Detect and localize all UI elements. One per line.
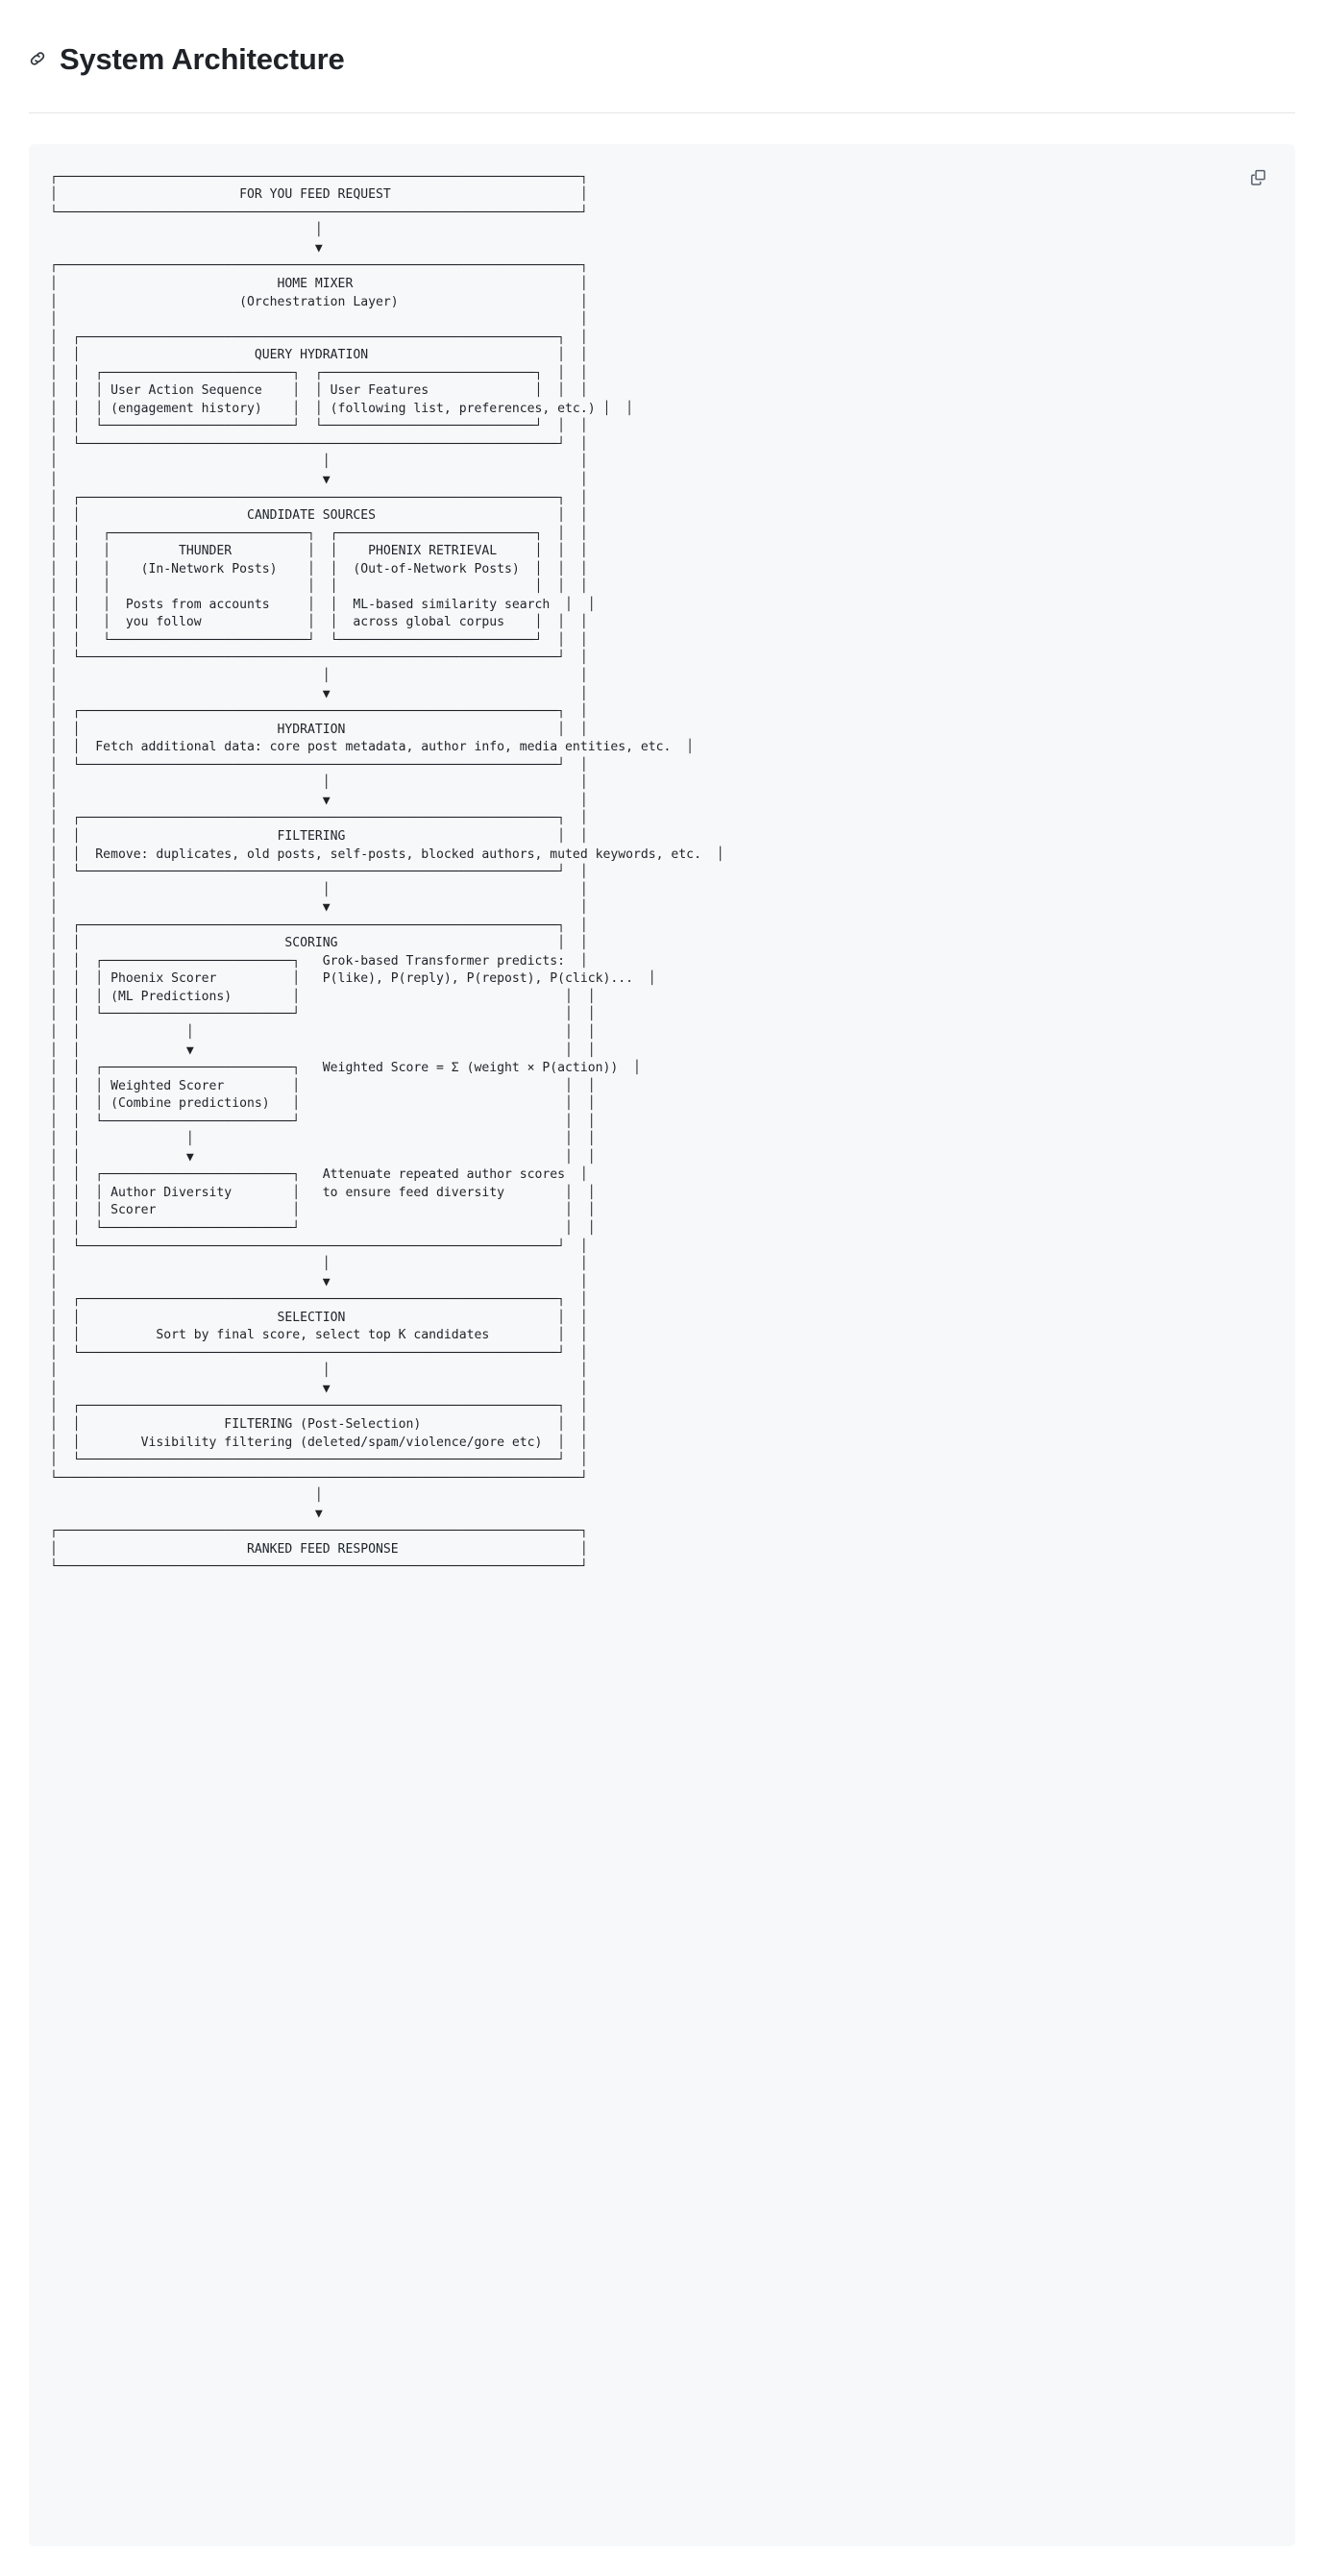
title-divider	[29, 111, 1295, 113]
page-title: System Architecture	[60, 41, 345, 76]
link-icon[interactable]	[25, 46, 50, 71]
page-header: System Architecture	[0, 0, 1324, 113]
ascii-diagram-code-block: ┌───────────────────────────────────────…	[29, 143, 1295, 2546]
architecture-ascii-diagram: ┌───────────────────────────────────────…	[50, 169, 724, 1575]
copy-icon[interactable]	[1241, 161, 1274, 194]
title-row: System Architecture	[29, 21, 1295, 112]
